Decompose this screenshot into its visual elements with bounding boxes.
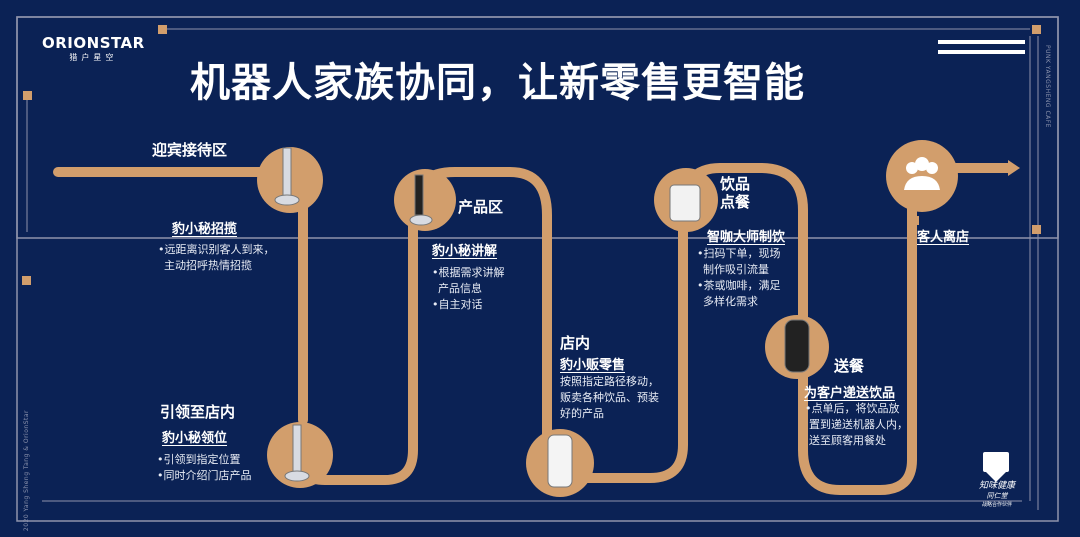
stage-robot: 智咖大师制饮 [707,230,786,245]
customers-icon [904,157,940,190]
stage-title: 引领至店内 [160,403,236,421]
robot-icons [274,147,810,488]
stage-points: •点单后，将饮品放置到递送机器人内，送至顾客用餐处 [805,402,908,447]
side-text-right: PUNK YANGSHENG CAFE [1044,45,1051,128]
stage-points: •引领到指定位置•同时介绍门店产品 [157,453,252,482]
stage-title: 产品区 [458,198,504,216]
stage-title: 饮品点餐 [720,175,751,211]
title-bars [938,40,1025,54]
stage-robot: 豹小贩零售 [560,358,626,373]
partner-logo: 知味健康同仁堂战略合作伙伴 [978,481,1015,508]
stage-title: 店内 [560,334,591,352]
stage-robot: 豹小秘招揽 [172,222,238,237]
partner-logo-icon [983,452,1009,482]
stage-points: •远距离识别客人到来，主动招呼热情招揽 [158,243,275,272]
inner-lines [26,28,1039,510]
stage-title: 送餐 [834,357,865,375]
outer-border [16,16,1059,522]
stage-points: •根据需求讲解产品信息•自主对话 [432,266,505,311]
side-text-left: 2020 Yang Sheng Tang & OrionStar [23,410,30,532]
stage-title: 迎宾接待区 [152,141,228,159]
stage-robot: 豹小秘领位 [162,431,228,446]
stage-robot: 为客户递送饮品 [804,386,896,401]
stage-robot: 豹小秘讲解 [432,244,498,259]
stage-title: 客人离店 [917,230,970,245]
stage-points: •扫码下单，现场制作吸引流量•茶或咖啡，满足多样化需求 [697,247,781,308]
arrow-head-icon [1008,160,1020,176]
page-title: 机器人家族协同，让新零售更智能 [190,60,805,106]
stage-points: 按照指定路径移动，贩卖各种饮品、预装好的产品 [560,375,659,420]
